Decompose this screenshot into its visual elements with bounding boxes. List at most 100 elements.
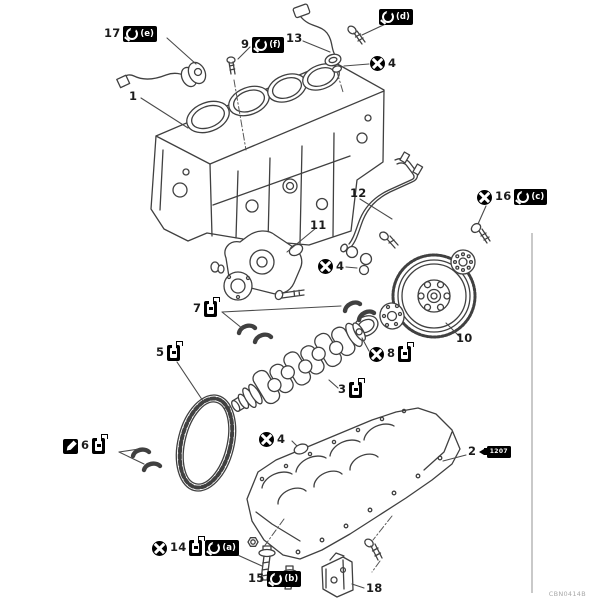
diagram-code: CBN0414B (548, 590, 586, 598)
torque-ref-letter: (b) (284, 573, 299, 584)
callout-4-low: 4 (259, 432, 285, 447)
page-divider-line (531, 233, 533, 593)
oil-tube (340, 151, 424, 276)
callout-8: 8 (369, 342, 415, 362)
cylinder-block (150, 60, 385, 246)
non-reusable-part-icon (369, 346, 384, 362)
callout-11: 11 (310, 218, 327, 232)
part-number: 15 (248, 571, 265, 586)
bracket-bolt (364, 538, 383, 561)
lower-cylinder-block (246, 407, 461, 560)
torque-wrench-badge: (a) (205, 540, 239, 556)
part-number: 12 (350, 186, 367, 200)
part-number: 10 (456, 331, 473, 345)
bolt-16 (470, 222, 491, 244)
main-bearing-shells (130, 300, 377, 473)
part-number: 9 (241, 37, 250, 52)
callout-2: 2 1207 (468, 445, 511, 458)
apply-engine-oil-icon (189, 536, 206, 556)
liquid-gasket-applicator-icon (63, 438, 78, 454)
part-number: 4 (336, 258, 345, 273)
callout-4-top: 4 (370, 56, 396, 71)
torque-wrench-badge: (f) (252, 37, 284, 53)
wrench-icon (255, 39, 268, 51)
wrench-icon (270, 573, 283, 585)
non-reusable-part-icon (318, 259, 333, 274)
part-number: 16 (495, 189, 512, 204)
callout-1: 1 (129, 89, 138, 103)
oil-can-glyph (95, 438, 103, 451)
callout-d: (d) (379, 9, 413, 25)
oil-can-glyph (352, 382, 360, 395)
drive-plate (379, 302, 405, 330)
part-number: 3 (338, 382, 347, 397)
apply-engine-oil-icon (92, 434, 109, 454)
oil-pump (210, 230, 305, 301)
callout-14: 14 (a) (152, 536, 239, 556)
callout-5: 5 (156, 341, 184, 361)
non-reusable-part-icon (152, 540, 167, 556)
torque-wrench-badge: (d) (379, 9, 413, 25)
part-number: 14 (170, 540, 187, 555)
callout-18: 18 (366, 581, 383, 595)
bolt-9 (226, 56, 236, 75)
sealant-tube-icon: 1207 (479, 445, 511, 458)
non-reusable-part-icon (477, 189, 492, 205)
part-number: 4 (388, 55, 397, 70)
callout-6: 6 (63, 434, 109, 454)
torque-ref-letter: (e) (140, 28, 154, 39)
part-number: 7 (193, 301, 202, 316)
part-number: 1 (129, 89, 138, 103)
wrench-icon (382, 11, 394, 23)
torque-ref-letter: (c) (531, 191, 545, 202)
part-number: 11 (310, 218, 327, 232)
callout-12: 12 (350, 186, 367, 200)
non-reusable-part-icon (370, 56, 385, 71)
part-number: 2 (468, 443, 477, 458)
tube-nozzle (479, 448, 485, 455)
knock-sensor (116, 61, 207, 89)
part-number: 18 (366, 581, 383, 595)
part-number: 17 (104, 26, 121, 41)
callout-4-mid: 4 (318, 259, 344, 274)
callout-10: 10 (456, 331, 473, 345)
assembly-centerlines (233, 71, 393, 573)
oil-can-glyph (192, 540, 200, 553)
callout-9: 9 (f) (241, 37, 284, 53)
torque-ref-letter: (d) (396, 11, 410, 22)
part-number: 8 (387, 346, 396, 361)
callout-13: 13 (286, 31, 303, 45)
oil-can-glyph (170, 345, 178, 358)
reinforcement-plate (450, 249, 476, 275)
oil-pan-bolt-long (258, 545, 276, 581)
torque-wrench-badge: (e) (123, 26, 157, 42)
flywheel (391, 253, 477, 339)
wrench-icon (126, 28, 139, 40)
apply-engine-oil-icon (349, 378, 366, 398)
apply-engine-oil-icon (398, 342, 415, 362)
crankshaft (223, 322, 366, 412)
torque-ref-letter: (a) (222, 542, 236, 553)
torque-wrench-badge: (c) (514, 189, 548, 205)
chain (175, 394, 237, 492)
torque-ref-letter: (f) (269, 39, 281, 50)
callout-3: 3 (338, 378, 366, 398)
non-reusable-part-icon (259, 432, 274, 447)
callout-16: 16 (c) (477, 189, 548, 205)
callout-15: 15 (b) (248, 571, 302, 587)
callout-7: 7 (193, 297, 221, 317)
callout-17: 17 (e) (104, 26, 157, 42)
tube-neck (484, 448, 488, 455)
oil-can-glyph (401, 346, 409, 359)
part-number: 5 (156, 345, 165, 360)
part-number: 13 (286, 31, 303, 45)
nut (247, 537, 259, 547)
mount-bracket (321, 552, 354, 598)
tube-label: 1207 (487, 445, 511, 458)
torque-wrench-badge: (b) (267, 571, 302, 587)
oil-can-glyph (207, 301, 215, 314)
apply-engine-oil-icon (204, 297, 221, 317)
wrench-icon (208, 542, 221, 554)
